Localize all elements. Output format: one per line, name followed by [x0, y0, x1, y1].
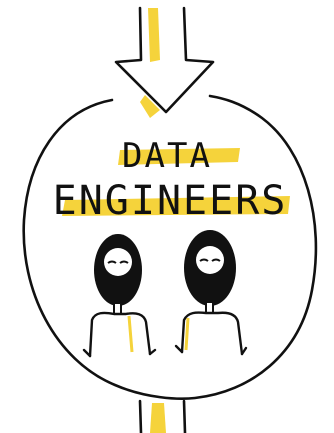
- title-highlight-1: [118, 148, 240, 165]
- incoming-arrow-icon: [114, 6, 215, 118]
- person-left: [82, 234, 157, 358]
- outgoing-arrow-icon: [138, 399, 187, 433]
- title-highlight-2: [62, 196, 290, 216]
- title-line-1: DATA: [122, 136, 212, 176]
- title-line-2: ENGINEERS: [53, 178, 288, 224]
- person-right: [174, 230, 248, 356]
- system-boundary-oval: [22, 94, 318, 400]
